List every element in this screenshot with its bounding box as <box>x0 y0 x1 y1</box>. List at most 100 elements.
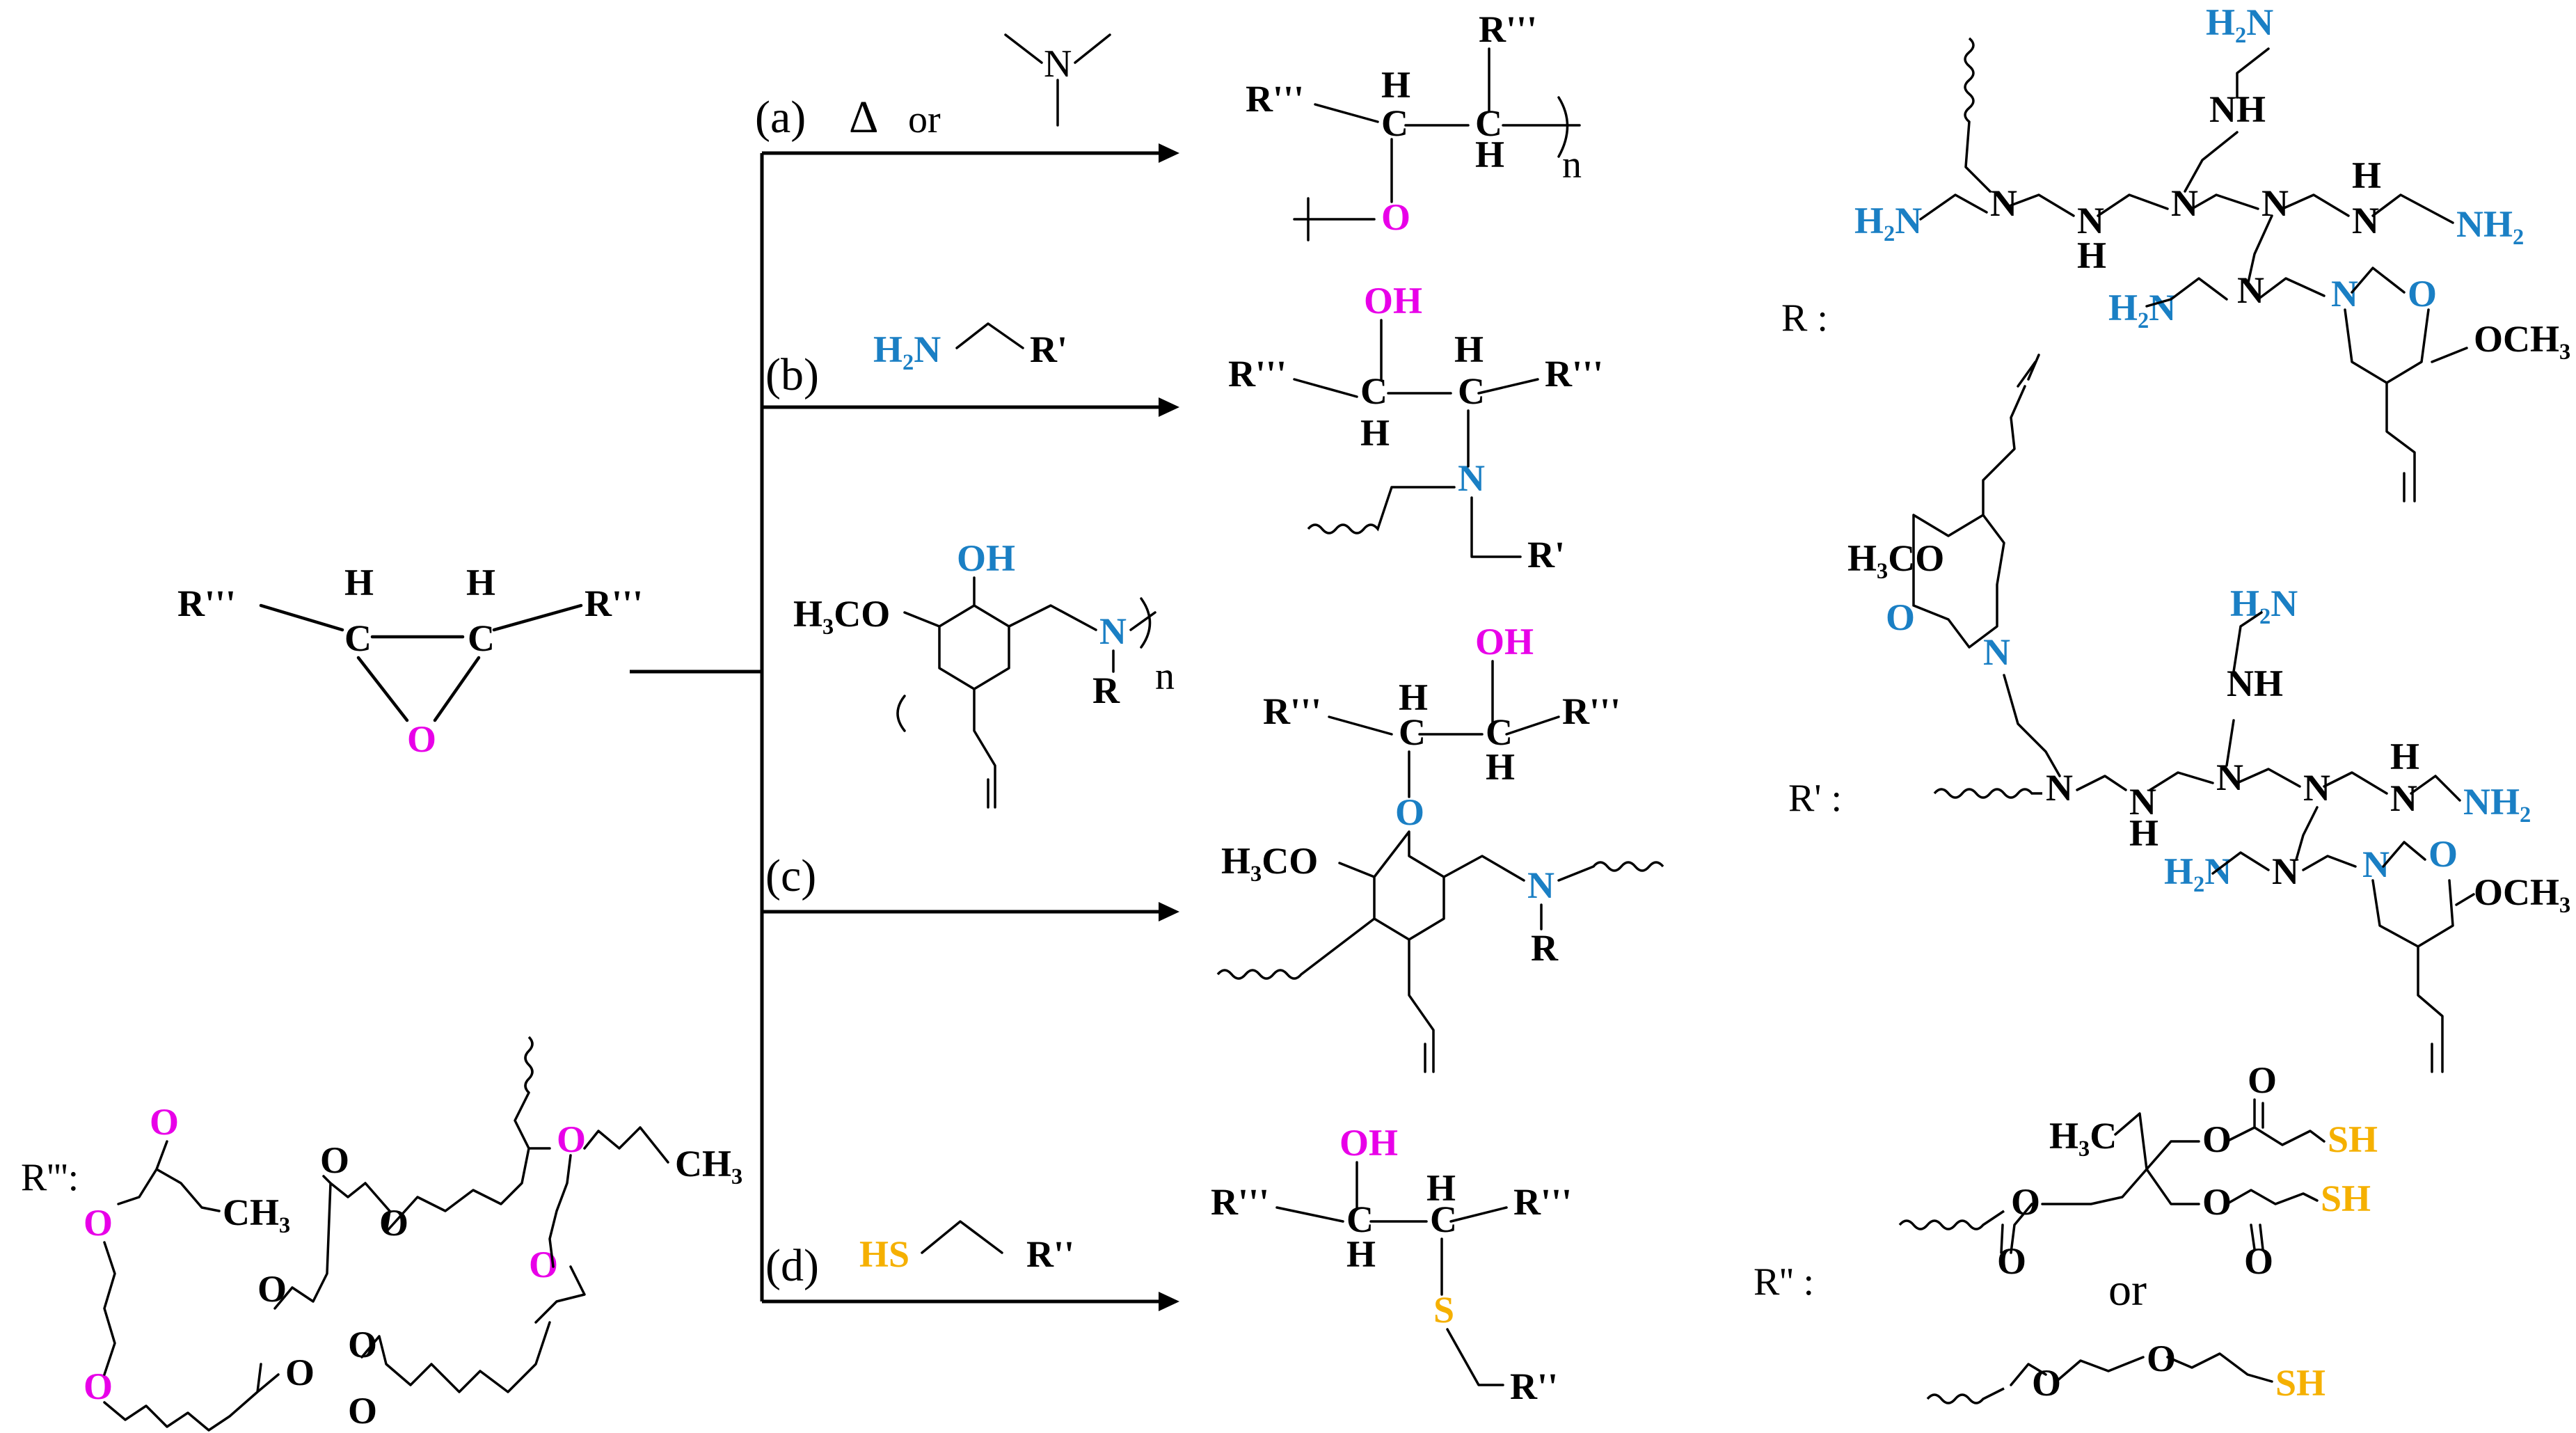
reactant-bond-co1 <box>356 656 409 722</box>
prod-c-n: N <box>1527 864 1555 906</box>
def-rppp-bonds <box>103 1091 669 1432</box>
def-rp-nh-right: N <box>2390 777 2417 819</box>
def-r-h2n-lower: H₂N <box>2108 287 2176 328</box>
route-b-h2n: H₂N <box>873 328 941 370</box>
def-rppp-o-epox2: O <box>84 1202 113 1244</box>
def-rpp-h3c: H₃C <box>2049 1115 2117 1157</box>
prod-c-h-bottom: H <box>1486 746 1515 788</box>
prod-d-h-bottom: H <box>1346 1233 1376 1275</box>
def-r-h2n-left: H₂N <box>1854 200 1922 242</box>
route-d-r-double-prime: R'' <box>1026 1233 1074 1275</box>
prod-a-h-bottom: H <box>1475 134 1504 175</box>
epoxide-reactant: R''' H H C C R''' O <box>177 562 643 760</box>
def-rpp-or: or <box>2108 1265 2147 1315</box>
def-r-o-ring: O <box>2408 273 2437 315</box>
def-r-n3: N <box>2261 182 2289 224</box>
def-rpp-sh2: SH <box>2321 1178 2371 1219</box>
prod-b-h-top: H <box>1454 328 1484 370</box>
prod-c-wavy-left <box>1216 917 1376 980</box>
def-rp-h3co: H₃CO <box>1847 537 1944 579</box>
prod-a-n: n <box>1562 143 1582 187</box>
route-d-reagent-bonds <box>921 1220 1003 1254</box>
prod-d-s: S <box>1433 1289 1454 1331</box>
route-c-product: OH R''' R''' H C C H O H₃CO N R <box>1216 621 1664 1073</box>
def-r-och3: OCH₃ <box>2474 318 2570 360</box>
def-r-h-right: H <box>2352 155 2381 196</box>
prod-d-bonds <box>1275 1161 1508 1386</box>
def-r-label: R : <box>1781 296 1828 340</box>
def-rp-h-right: H <box>2390 736 2419 777</box>
reactant-c1: C <box>344 617 372 659</box>
reactant-h1: H <box>344 562 374 603</box>
reactant-bond-left <box>259 603 344 632</box>
prod-b-wavy <box>1307 486 1393 535</box>
definition-r-double-prime: R'' : H₃C O O SH O O O O SH or O O SH <box>1754 1059 2378 1404</box>
def-r-n1: N <box>1990 182 2017 224</box>
prod-c-r-left: R''' <box>1263 690 1321 732</box>
prod-d-h-top: H <box>1426 1167 1456 1209</box>
prod-a-o: O <box>1381 196 1410 238</box>
prod-c-c2: C <box>1486 711 1513 753</box>
def-rpp-o-carbonyl1: O <box>2248 1059 2277 1101</box>
route-a-delta: Δ <box>849 92 878 143</box>
def-rp-h2n-lower: H₂N <box>2164 850 2232 892</box>
route-d: (d) HS R'' OH R''' R''' H C C H S R'' <box>765 1122 1572 1407</box>
route-b: (b) H₂N R' OH R''' R''' H C C H N R' <box>765 280 1603 576</box>
reactant-c2: C <box>468 617 495 659</box>
def-r-wavy <box>1964 37 1975 123</box>
def-rp-nh2-right: NH₂ <box>2463 781 2531 823</box>
def-rp-n3: N <box>2303 767 2330 809</box>
prod-c-r-right: R''' <box>1562 690 1621 732</box>
prod-c-bonds <box>1328 660 1595 1073</box>
route-c: (c) OH H₃CO N R n OH R''' R''' H C C H O… <box>765 537 1664 1073</box>
def-rp-h-mid: H <box>2129 812 2158 854</box>
route-c-reagent: OH H₃CO N R n <box>793 537 1175 809</box>
def-rp-o-ring2: O <box>2428 833 2458 875</box>
route-b-label: (b) <box>765 349 819 400</box>
def-rppp-wavy <box>524 1036 534 1094</box>
def-r-bonds <box>1919 47 2468 502</box>
def-rp-och3: OCH₃ <box>2474 871 2570 913</box>
prod-c-oh: OH <box>1475 621 1534 663</box>
def-rpp-o-ester2: O <box>2011 1181 2040 1223</box>
reaction-arrows <box>630 143 1179 1311</box>
def-rppp-o-ester1: O <box>320 1139 349 1181</box>
route-b-reagent-bonds <box>955 322 1024 349</box>
definition-r: R : H₂N NH H₂N N N H N N N H NH₂ N H₂N N… <box>1781 1 2570 502</box>
def-rp-wavy <box>1933 788 2042 799</box>
route-a-catalyst-bonds <box>1004 33 1111 127</box>
reactant-r-left: R''' <box>177 583 236 624</box>
def-r-h2n-top: H₂N <box>2206 1 2273 43</box>
def-rpp-o-ester1: O <box>2202 1118 2232 1160</box>
route-d-label: (d) <box>765 1240 819 1291</box>
reagent-c-oh: OH <box>957 537 1015 579</box>
def-rppp-ch3-a: CH₃ <box>223 1191 290 1233</box>
reagent-c-n-sub: n <box>1155 655 1175 698</box>
arrowhead-b <box>1159 397 1179 417</box>
reagent-c-n: N <box>1099 610 1127 652</box>
reactant-r-right: R''' <box>585 583 643 624</box>
prod-b-r-end: R' <box>1527 534 1565 576</box>
prod-b-n: N <box>1458 457 1485 499</box>
arrowhead-a <box>1159 143 1179 163</box>
prod-d-c1: C <box>1346 1198 1374 1240</box>
prod-a-h-top: H <box>1381 64 1410 106</box>
prod-b-oh: OH <box>1364 280 1422 322</box>
def-rp-o-ring: O <box>1886 596 1915 638</box>
prod-c-h-top: H <box>1399 676 1428 718</box>
def-rppp-label: R''': <box>21 1156 79 1199</box>
def-r-n5: N <box>2331 273 2358 315</box>
prod-d-r-right: R''' <box>1513 1181 1572 1223</box>
prod-c-wavy-right <box>1592 861 1664 872</box>
def-rp-n2: N <box>2216 757 2243 798</box>
prod-d-oh: OH <box>1339 1122 1398 1164</box>
route-c-label: (c) <box>765 850 816 901</box>
reactant-oxygen: O <box>407 718 436 760</box>
prod-d-c2: C <box>1430 1198 1457 1240</box>
prod-a-c1: C <box>1381 102 1408 144</box>
arrowhead-c <box>1159 902 1179 921</box>
reactant-bond-right <box>492 603 583 632</box>
def-rp-label: R' : <box>1788 777 1842 820</box>
def-r-nh-right: N <box>2352 200 2379 242</box>
prod-d-r-end: R'' <box>1510 1365 1558 1407</box>
